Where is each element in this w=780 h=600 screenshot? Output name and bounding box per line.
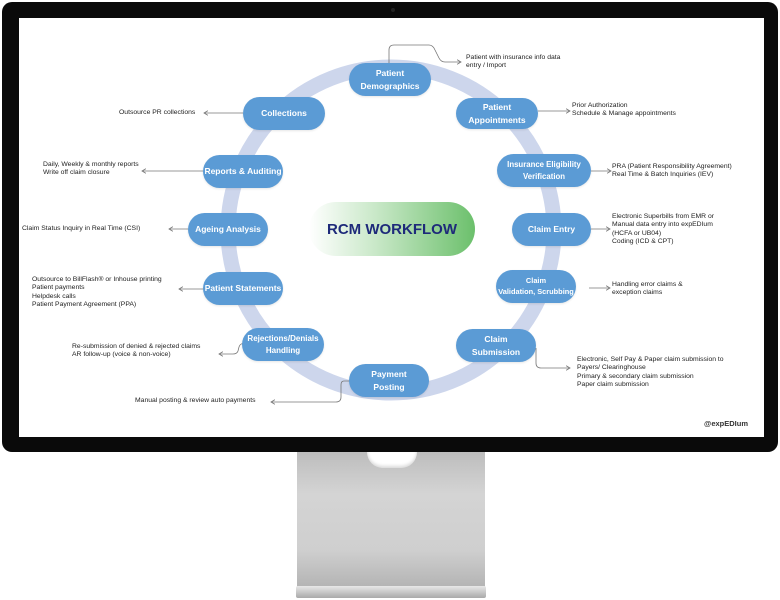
note-ageing-analysis: Claim Status Inquiry in Real Time (CSI) xyxy=(22,225,141,232)
node-collections[interactable]: Collections xyxy=(243,97,325,130)
stand-cable-hole xyxy=(367,452,417,468)
node-claim-validation[interactable]: Claim Validation, Scrubbing xyxy=(496,270,576,303)
node-rejections-denials[interactable]: Rejections/Denials Handling xyxy=(242,328,324,361)
workflow-title: RCM WORKFLOW xyxy=(309,202,475,256)
connector-patient-demographics xyxy=(388,44,461,64)
node-patient-statements[interactable]: Patient Statements xyxy=(203,272,283,305)
camera-icon xyxy=(391,8,395,12)
note-claim-entry: Electronic Superbills from EMR or Manual… xyxy=(612,213,714,246)
node-claim-submission[interactable]: Claim Submission xyxy=(456,329,536,362)
note-claim-validation: Handling error claims & exception claims xyxy=(612,281,683,297)
note-patient-appointments: Prior Authorization Schedule & Manage ap… xyxy=(572,102,676,118)
note-patient-demographics: Patient with insurance info data entry /… xyxy=(466,54,561,70)
note-insurance-eligibility: PRA (Patient Responsibility Agreement) R… xyxy=(612,163,732,179)
note-rejections-denials: Re-submission of denied & rejected claim… xyxy=(72,343,201,359)
node-payment-posting[interactable]: Payment Posting xyxy=(349,364,429,397)
node-patient-appointments[interactable]: Patient Appointments xyxy=(456,98,538,129)
monitor-stand-base xyxy=(296,586,486,598)
note-claim-submission: Electronic, Self Pay & Paper claim submi… xyxy=(577,356,724,389)
monitor-screen: RCM WORKFLOW Patient Demographics Patien… xyxy=(19,18,764,437)
note-payment-posting: Manual posting & review auto payments xyxy=(135,397,256,404)
watermark: @expEDIum xyxy=(704,419,748,428)
node-insurance-eligibility[interactable]: Insurance Eligibility Verification xyxy=(497,154,591,187)
note-patient-statements: Outsource to BillFlash® or Inhouse print… xyxy=(32,276,162,309)
note-collections: Outsource PR collections xyxy=(119,109,196,116)
node-patient-demographics[interactable]: Patient Demographics xyxy=(349,63,431,96)
connector-payment-posting xyxy=(271,380,349,402)
node-reports-auditing[interactable]: Reports & Auditing xyxy=(203,155,283,188)
node-ageing-analysis[interactable]: Ageing Analysis xyxy=(188,213,268,246)
note-reports-auditing: Daily, Weekly & monthly reports Write of… xyxy=(43,161,139,177)
connector-claim-submission xyxy=(535,348,570,368)
monitor-stand xyxy=(297,452,485,592)
node-claim-entry[interactable]: Claim Entry xyxy=(512,213,591,246)
